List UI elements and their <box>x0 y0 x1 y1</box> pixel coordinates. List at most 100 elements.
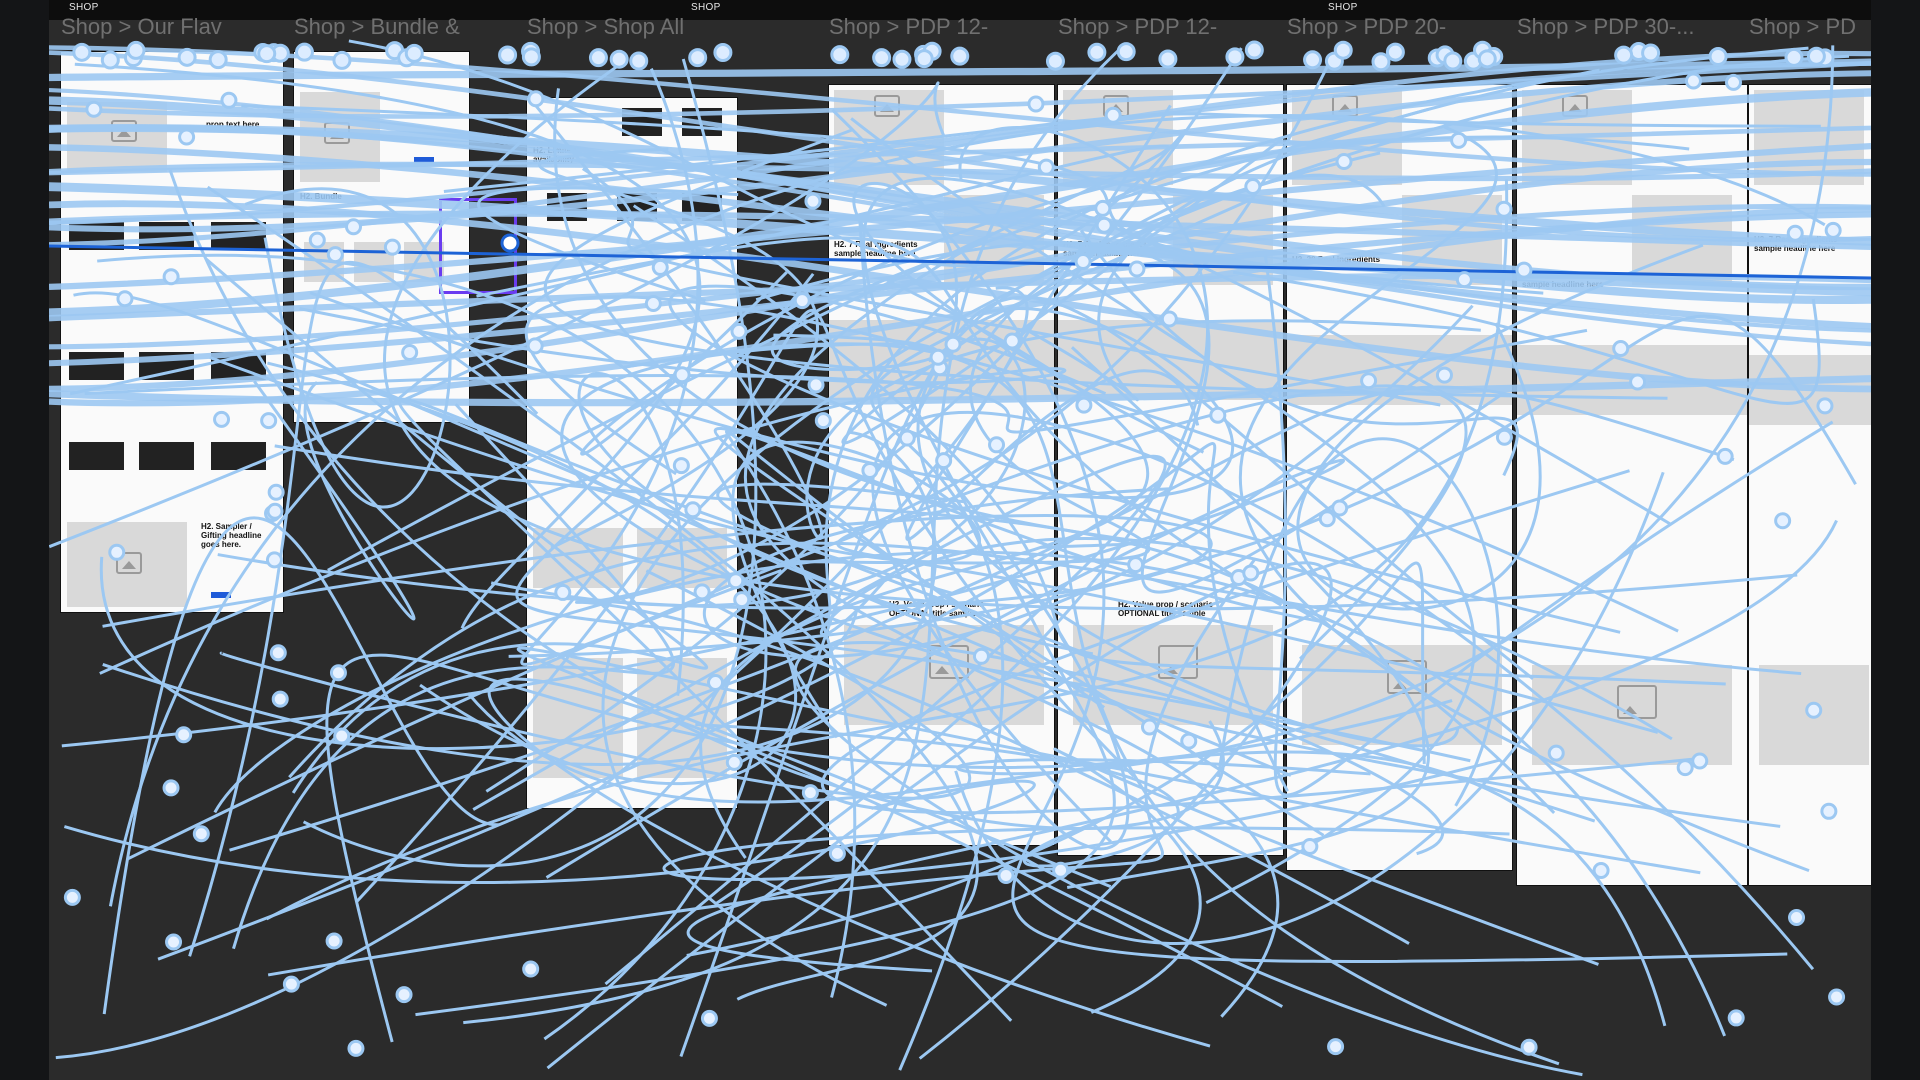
frame-title[interactable]: Shop > PD <box>1749 14 1857 39</box>
flow-node-handle[interactable] <box>1318 510 1336 528</box>
flow-node-handle[interactable] <box>688 48 708 68</box>
flow-node-handle[interactable] <box>404 43 424 63</box>
flow-node-handle[interactable] <box>220 91 238 109</box>
flow-node-handle[interactable] <box>269 644 287 662</box>
flow-node-handle[interactable] <box>1360 372 1378 390</box>
flow-node-handle[interactable] <box>162 268 180 286</box>
flow-node-handle[interactable] <box>1128 260 1146 278</box>
flow-node-handle[interactable] <box>1094 199 1112 217</box>
flow-node-handle[interactable] <box>588 48 608 68</box>
flow-node-handle[interactable] <box>727 572 745 590</box>
flow-node-handle[interactable] <box>401 343 419 361</box>
frame-title[interactable]: Shop > PDP 12- <box>829 14 989 39</box>
flow-node-handle[interactable] <box>165 933 183 951</box>
flow-node-handle[interactable] <box>1708 47 1728 67</box>
flow-node-handle[interactable] <box>1435 366 1453 384</box>
flow-node-handle[interactable] <box>1816 397 1834 415</box>
flow-node-handle[interactable] <box>1515 261 1533 279</box>
flow-node-handle[interactable] <box>521 47 541 67</box>
flow-node-handle[interactable] <box>929 348 947 366</box>
flow-node-handle[interactable] <box>861 461 879 479</box>
flow-node-handle[interactable] <box>126 40 146 60</box>
selected-flow-handle[interactable] <box>500 233 520 253</box>
flow-node-handle[interactable] <box>1327 1038 1345 1056</box>
flow-node-handle[interactable] <box>707 673 725 691</box>
flow-node-handle[interactable] <box>950 46 970 66</box>
flow-node-handle[interactable] <box>100 50 120 70</box>
flow-node-handle[interactable] <box>1209 406 1227 424</box>
flow-node-handle[interactable] <box>1614 45 1634 65</box>
flow-node-handle[interactable] <box>988 436 1006 454</box>
flow-node-handle[interactable] <box>1244 177 1262 195</box>
flow-node-handle[interactable] <box>329 664 347 682</box>
flow-node-handle[interactable] <box>1592 862 1610 880</box>
flow-node-handle[interactable] <box>1684 72 1702 90</box>
flow-node-handle[interactable] <box>1629 373 1647 391</box>
flow-node-handle[interactable] <box>1335 153 1353 171</box>
flow-node-handle[interactable] <box>1806 46 1826 66</box>
flow-node-handle[interactable] <box>345 218 363 236</box>
flow-node-handle[interactable] <box>1477 49 1497 69</box>
flow-node-handle[interactable] <box>347 1039 365 1057</box>
flow-node-handle[interactable] <box>1333 40 1353 60</box>
flow-node-handle[interactable] <box>522 960 540 978</box>
flow-node-handle[interactable] <box>700 1009 718 1027</box>
flow-node-handle[interactable] <box>1805 701 1823 719</box>
flow-node-handle[interactable] <box>713 43 733 63</box>
flow-node-handle[interactable] <box>175 726 193 744</box>
flow-node-handle[interactable] <box>1027 95 1045 113</box>
flow-node-handle[interactable] <box>1774 512 1792 530</box>
flow-node-handle[interactable] <box>651 258 669 276</box>
flow-node-handle[interactable] <box>1158 49 1178 69</box>
flow-node-handle[interactable] <box>1385 42 1405 62</box>
flow-node-handle[interactable] <box>793 292 811 310</box>
flow-node-handle[interactable] <box>725 753 743 771</box>
flow-connection-selected[interactable] <box>49 244 1871 280</box>
flow-node-handle[interactable] <box>872 48 892 68</box>
flow-node-handle[interactable] <box>265 551 283 569</box>
flow-node-handle[interactable] <box>898 429 916 447</box>
flow-node-handle[interactable] <box>972 647 990 665</box>
flow-node-handle[interactable] <box>609 49 629 69</box>
frame-title[interactable]: Shop > Shop All <box>527 14 685 39</box>
flow-node-handle[interactable] <box>1716 447 1734 465</box>
flow-node-handle[interactable] <box>892 49 912 69</box>
flow-node-handle[interactable] <box>1225 47 1245 67</box>
flow-node-handle[interactable] <box>944 335 962 353</box>
flow-node-handle[interactable] <box>1443 51 1463 71</box>
flow-node-handle[interactable] <box>1641 43 1661 63</box>
flow-node-handle[interactable] <box>178 128 196 146</box>
flow-node-handle[interactable] <box>1450 131 1468 149</box>
flow-node-handle[interactable] <box>72 42 92 62</box>
flow-node-handle[interactable] <box>308 231 326 249</box>
flow-node-handle[interactable] <box>1303 50 1323 70</box>
flow-node-handle[interactable] <box>267 483 285 501</box>
flow-node-handle[interactable] <box>1612 339 1630 357</box>
flow-node-handle[interactable] <box>282 975 300 993</box>
flow-node-handle[interactable] <box>1242 564 1260 582</box>
flow-node-handle[interactable] <box>333 727 351 745</box>
flow-node-handle[interactable] <box>1052 861 1070 879</box>
flow-node-handle[interactable] <box>672 457 690 475</box>
flow-node-handle[interactable] <box>108 543 126 561</box>
flow-node-handle[interactable] <box>804 192 822 210</box>
flow-node-handle[interactable] <box>1087 42 1107 62</box>
design-canvas[interactable]: SHOP SHOP SHOP Shop > Our Flav Shop > Bu… <box>49 0 1871 1080</box>
flow-node-handle[interactable] <box>527 90 545 108</box>
flow-node-handle[interactable] <box>1003 332 1021 350</box>
flow-node-handle[interactable] <box>326 246 344 264</box>
flow-node-handle[interactable] <box>814 412 832 430</box>
flow-node-handle[interactable] <box>1727 1009 1745 1027</box>
flow-node-handle[interactable] <box>526 337 544 355</box>
flow-node-handle[interactable] <box>1301 837 1319 855</box>
flow-node-handle[interactable] <box>1074 253 1092 271</box>
flow-node-handle[interactable] <box>1104 106 1122 124</box>
flow-node-handle[interactable] <box>684 501 702 519</box>
flow-node-handle[interactable] <box>116 290 134 308</box>
flow-node-handle[interactable] <box>85 100 103 118</box>
flow-node-handle[interactable] <box>1495 200 1513 218</box>
flow-node-handle[interactable] <box>828 844 846 862</box>
flow-node-handle[interactable] <box>693 583 711 601</box>
flow-node-handle[interactable] <box>332 50 352 70</box>
frame-title[interactable]: Shop > Bundle & <box>294 14 460 39</box>
